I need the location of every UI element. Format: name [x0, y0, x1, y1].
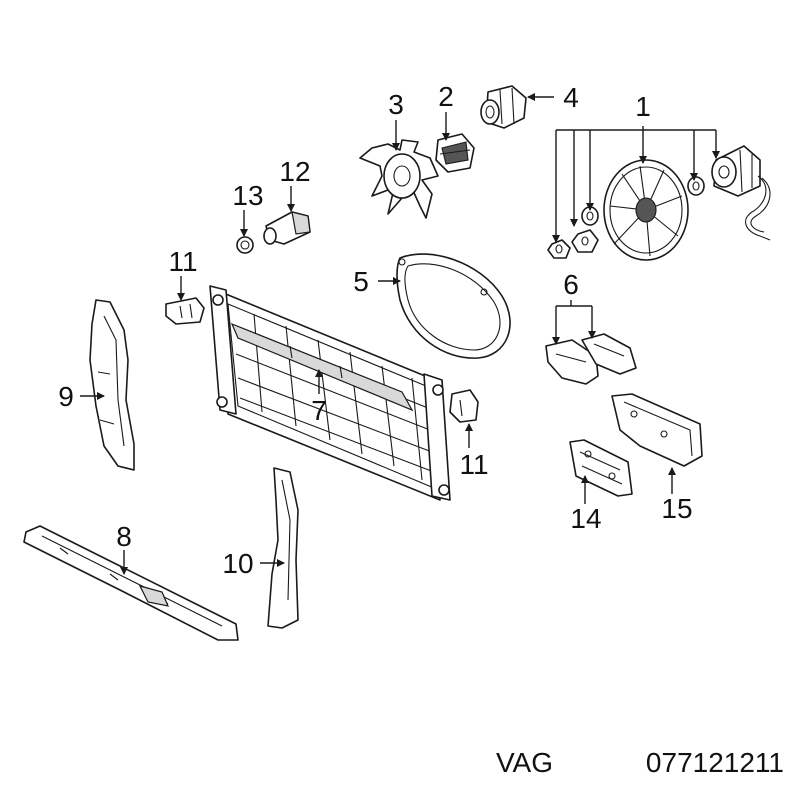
callout-3: 3 [388, 89, 404, 120]
leader-lines [80, 93, 720, 575]
callout-9: 9 [58, 381, 74, 412]
part-11-bracket-lower [449, 389, 479, 423]
callout-11-lower: 11 [459, 449, 488, 480]
part-4-viscous-clutch [480, 85, 527, 129]
part-6-mounting-brackets [545, 333, 637, 385]
part-10-vertical-air-guide [267, 467, 299, 629]
callout-8: 8 [116, 521, 132, 552]
callout-5: 5 [353, 266, 369, 297]
part-11-bracket-upper [165, 297, 205, 325]
part-3-fan-blade [359, 139, 439, 219]
part-number-footer: VAG 077121211 [496, 747, 784, 778]
part-5-fan-shroud [396, 253, 511, 359]
part-8-lower-air-guide [23, 525, 239, 641]
part-12-temperature-switch [263, 211, 311, 245]
part-2-fan-hub [435, 133, 475, 173]
brand-label: VAG [496, 747, 553, 778]
part-number-label: 077121211 [646, 747, 784, 778]
part-15-bracket-plate [611, 393, 703, 467]
callout-labels: 1 2 3 4 5 6 7 8 9 10 11 11 12 13 14 15 [58, 81, 692, 579]
callout-7: 7 [311, 395, 327, 426]
part-7-radiator [209, 285, 451, 501]
callout-11-upper: 11 [168, 246, 197, 277]
callout-10: 10 [222, 548, 253, 579]
callout-15: 15 [661, 493, 692, 524]
callout-6: 6 [563, 269, 579, 300]
callout-12: 12 [279, 156, 310, 187]
callout-4: 4 [563, 82, 579, 113]
callout-13: 13 [232, 180, 263, 211]
callout-2: 2 [438, 81, 454, 112]
part-1-electric-fan-assembly [547, 145, 771, 261]
callout-1: 1 [635, 91, 651, 122]
part-13-seal-ring [236, 236, 254, 254]
part-14-bracket [569, 439, 633, 497]
part-9-side-air-guide [89, 299, 135, 471]
callout-14: 14 [570, 503, 601, 534]
